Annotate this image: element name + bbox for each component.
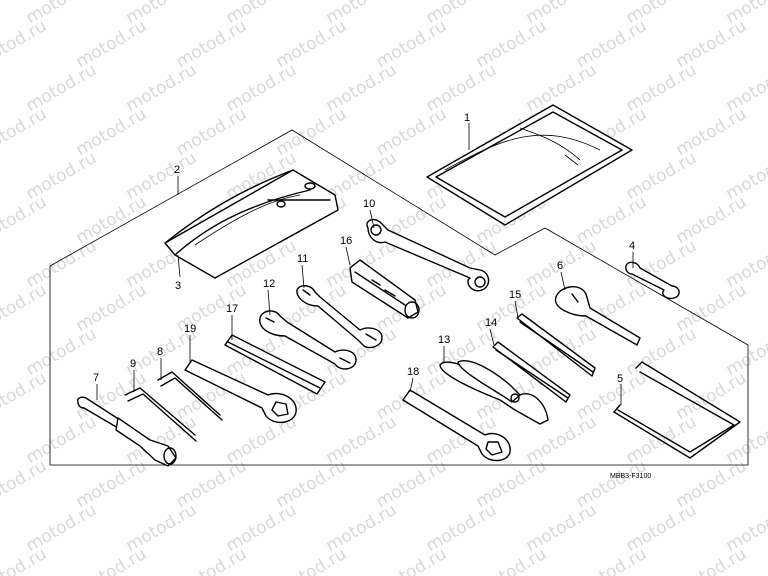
socket-wrench-part <box>76 396 177 467</box>
callout-7: 7 <box>93 372 99 384</box>
watermark-text: motod.ru <box>723 148 768 204</box>
socket-part <box>349 259 420 319</box>
hex-key-5-part <box>613 361 741 459</box>
callout-6: 6 <box>557 260 563 272</box>
screwdriver-14-part <box>492 341 571 403</box>
callout-5: 5 <box>617 373 623 385</box>
callout-10: 10 <box>363 198 375 210</box>
reference-code: MBB3-F3100 <box>610 473 651 480</box>
hex-key-8-part <box>157 371 223 421</box>
watermark-text: motod.ru <box>473 544 551 576</box>
watermark-text: motod.ru <box>0 368 50 424</box>
open-wrench-12-part <box>259 310 357 370</box>
box-wrench-19-part <box>184 359 297 423</box>
watermark-text: motod.ru <box>573 544 651 576</box>
watermark-text: motod.ru <box>0 192 50 248</box>
leader-lines <box>96 123 634 405</box>
ring-wrench-part <box>366 218 490 292</box>
callout-4: 4 <box>629 240 635 252</box>
watermark-text: motod.ru <box>0 456 50 512</box>
box-wrench-18-part <box>402 389 511 462</box>
callout-14: 14 <box>485 317 497 329</box>
callout-12: 12 <box>263 278 275 290</box>
watermark-text: motod.ru <box>0 16 50 72</box>
watermark-text: motod.ru <box>723 324 768 380</box>
watermark-text: motod.ru <box>0 104 50 160</box>
callouts: 1 2 3 4 5 6 7 8 9 10 11 12 13 14 15 16 1… <box>93 112 635 385</box>
watermark-text: motod.ru <box>0 280 50 336</box>
watermark-text: motod.ru <box>0 544 50 576</box>
watermark-text: motod.ru <box>73 544 151 576</box>
callout-18: 18 <box>407 366 419 378</box>
open-wrench-11-part <box>296 285 383 349</box>
watermark-text: motod.ru <box>173 544 251 576</box>
callout-15: 15 <box>509 289 521 301</box>
callout-9: 9 <box>130 358 136 370</box>
watermark-text: motod.ru <box>723 60 768 116</box>
callout-8: 8 <box>157 346 163 358</box>
tool-bag-part <box>426 104 633 226</box>
callout-11: 11 <box>297 253 308 265</box>
pliers-part <box>439 360 549 425</box>
watermark-text: motod.ru <box>673 544 751 576</box>
watermark-text: motod.ru <box>373 544 451 576</box>
hex-key-9-part <box>124 387 197 442</box>
callout-13: 13 <box>438 334 450 346</box>
callout-19: 19 <box>184 323 196 335</box>
small-wrench-part <box>625 261 680 300</box>
flat-bar-part <box>224 334 326 395</box>
tool-roll-part <box>164 169 339 279</box>
screwdriver-15-part <box>516 313 596 377</box>
watermark-text: motod.ru <box>273 544 351 576</box>
watermark-text: motod.ru <box>723 236 768 292</box>
callout-16: 16 <box>340 235 352 247</box>
callout-3: 3 <box>175 280 181 292</box>
callout-2: 2 <box>174 164 180 176</box>
callout-1: 1 <box>464 112 470 124</box>
pin-spanner-part <box>554 286 641 346</box>
watermark-text: motod.ru <box>723 412 768 468</box>
callout-17: 17 <box>226 303 238 315</box>
watermark-text: motod.ru <box>723 500 768 556</box>
